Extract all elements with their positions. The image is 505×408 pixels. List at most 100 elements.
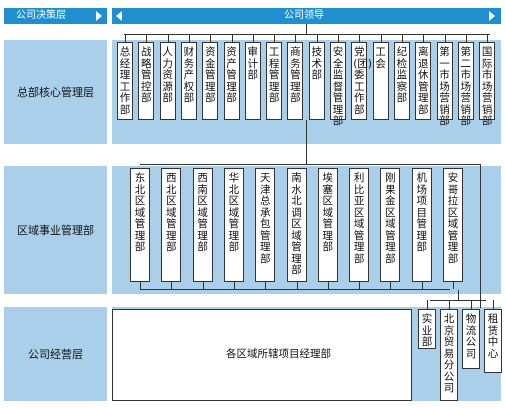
project-managers-label: 各区域所辖项目经理部 xyxy=(226,348,331,360)
regional-dept-bottom-drop xyxy=(233,282,235,289)
hq-dept-drop xyxy=(167,34,169,42)
hq-dept-label: 资金管理部 xyxy=(204,46,216,104)
regional-dept-bottom-drop xyxy=(265,282,267,289)
regional-dept-box: 埃塞区域管理部 xyxy=(317,168,338,282)
operating-unit-label: 物流公司 xyxy=(465,313,477,360)
hq-dept-drop xyxy=(231,34,233,42)
operating-unit-label: 租赁中心 xyxy=(487,313,499,360)
hq-dept-box: 人力资源部 xyxy=(159,42,176,120)
hq-dept-label: 资产管理部 xyxy=(226,46,237,104)
hq-dept-drop xyxy=(210,34,212,42)
regional-dept-label: 华北区域管理部 xyxy=(228,172,240,253)
regional-dept-bottom-drop xyxy=(296,282,298,289)
hq-dept-box: 财务产权部 xyxy=(180,42,197,120)
operating-unit-label: 实业部 xyxy=(421,313,433,348)
arrow-right-icon xyxy=(96,11,102,21)
hq-core-management-label: 总部核心管理层 xyxy=(17,86,94,99)
regional-dept-label: 东北区域管理部 xyxy=(134,172,146,253)
regional-dept-label: 利比亚区域管理部 xyxy=(353,172,365,265)
hq-dept-label: 党(团)委工作部 xyxy=(353,46,372,116)
hq-dept-box: 第二市场营销部 xyxy=(457,42,474,127)
regional-dept-label: 埃塞区域管理部 xyxy=(322,172,334,253)
hq-dept-label: 财务产权部 xyxy=(183,46,195,104)
decision-layer-label: 公司决策层 xyxy=(16,10,66,21)
regional-dept-box: 东北区域管理部 xyxy=(130,168,150,282)
hq-dept-box: 商务管理部 xyxy=(287,42,304,120)
hq-dept-box: 技术部 xyxy=(308,42,325,120)
regional-management-label: 区域事业管理部 xyxy=(17,224,94,237)
regional-dept-label: 安哥拉区域管理部 xyxy=(447,172,459,265)
regional-dept-box: 安哥拉区域管理部 xyxy=(443,168,463,282)
hq-to-regional-stem xyxy=(306,120,307,164)
regional-dept-label: 西北区域管理部 xyxy=(166,172,177,253)
operating-unit-drop xyxy=(493,300,494,309)
hq-dept-label: 第二市场营销部 xyxy=(460,46,472,127)
operating-units-connector xyxy=(430,300,486,301)
hq-dept-label: 纪检监察部 xyxy=(396,46,408,104)
hq-dept-label: 战略管控部 xyxy=(141,46,152,104)
hq-connector-top xyxy=(124,34,490,35)
hq-dept-drop xyxy=(359,34,361,42)
hq-dept-box: 安全监督管理部 xyxy=(330,42,346,127)
operating-unit-box: 物流公司 xyxy=(462,309,480,369)
hq-dept-label: 工程管理部 xyxy=(268,46,280,104)
company-leadership-label: 公司领导 xyxy=(284,10,324,21)
operating-unit-label: 北京贸易分公司 xyxy=(443,313,455,394)
regional-dept-label: 机场项目管理部 xyxy=(416,172,427,253)
hq-dept-box: 战略管控部 xyxy=(138,42,155,120)
operating-unit-box: 实业部 xyxy=(418,309,436,349)
hq-dept-label: 工会 xyxy=(375,46,386,70)
operating-unit-box: 租赁中心 xyxy=(484,309,502,373)
hq-dept-box: 工程管理部 xyxy=(266,42,283,120)
regional-dept-bottom-drop xyxy=(327,282,329,289)
regional-dept-bottom-drop xyxy=(359,282,361,289)
regional-dept-box: 机场项目管理部 xyxy=(411,168,432,282)
regional-dept-label: 西南区域管理部 xyxy=(197,172,208,253)
hq-dept-label: 人力资源部 xyxy=(162,46,173,104)
regional-dept-box: 南水北调区域管理部 xyxy=(286,168,307,282)
hq-dept-drop xyxy=(295,34,297,42)
company-leadership-bar: 公司领导 xyxy=(112,8,501,24)
regional-dept-box: 利比亚区域管理部 xyxy=(349,168,370,282)
hq-dept-drop xyxy=(465,34,467,42)
regional-management-row: 区域事业管理部 xyxy=(4,166,107,294)
hq-dept-box: 国际市场营销部 xyxy=(479,42,496,127)
operating-stem xyxy=(458,290,459,300)
regional-dept-box: 西北区域管理部 xyxy=(161,168,182,282)
hq-dept-label: 总经理工作部 xyxy=(119,46,131,116)
hq-dept-label: 国际市场营销部 xyxy=(481,46,493,127)
operating-unit-drop xyxy=(471,300,472,309)
operating-unit-drop xyxy=(427,300,428,309)
hq-dept-box: 资金管理部 xyxy=(202,42,219,120)
hq-dept-box: 纪检监察部 xyxy=(393,42,410,120)
regional-dept-bottom-drop xyxy=(421,282,423,289)
regional-dept-label: 南水北调区域管理部 xyxy=(291,172,302,276)
regional-connector-top xyxy=(140,164,480,165)
operating-layer-row: 公司经营层 xyxy=(4,307,107,401)
decision-layer-bar: 公司决策层 xyxy=(4,8,107,24)
hq-dept-label: 审计部 xyxy=(247,46,259,81)
operating-unit-drop xyxy=(449,300,450,309)
hq-dept-drop xyxy=(252,34,254,42)
hq-dept-box: 第一市场营销部 xyxy=(436,42,453,127)
regional-dept-label: 刚果金区域管理部 xyxy=(385,172,396,265)
regional-dept-bottom-drop xyxy=(171,282,173,289)
hq-dept-drop xyxy=(125,34,126,42)
regional-dept-box: 天津总承包管理部 xyxy=(255,168,276,282)
leader-stem xyxy=(306,24,307,35)
hq-dept-drop xyxy=(274,34,276,42)
hq-dept-drop xyxy=(188,34,190,42)
regional-dept-bottom-drop xyxy=(453,282,454,289)
hq-dept-box: 工会 xyxy=(372,42,389,120)
regional-dept-bottom-drop xyxy=(140,282,141,289)
regional-dept-box: 华北区域管理部 xyxy=(223,168,244,282)
operating-layer-label: 公司经营层 xyxy=(28,348,83,361)
hq-dept-box: 资产管理部 xyxy=(223,42,240,120)
project-managers-box xyxy=(112,309,412,401)
hq-dept-drop xyxy=(316,34,318,42)
hq-dept-drop xyxy=(146,34,148,42)
regional-dept-box: 西南区域管理部 xyxy=(192,168,213,282)
hq-dept-box: 总经理工作部 xyxy=(117,42,133,120)
hq-dept-drop xyxy=(487,34,489,42)
arrow-left-icon xyxy=(116,11,122,21)
